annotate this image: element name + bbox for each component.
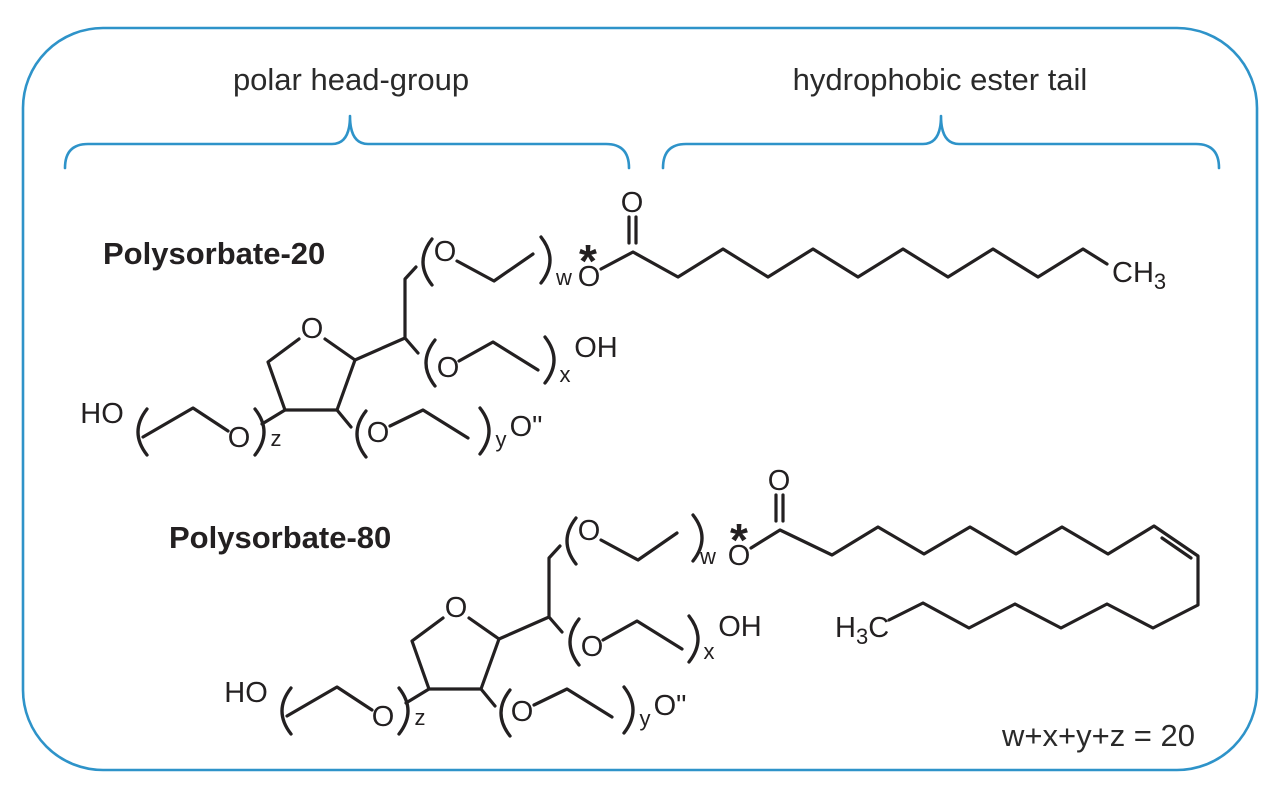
ps80-ester-and-tail-bonds bbox=[749, 493, 1200, 630]
polysorbate-20-structure: Polysorbate-20 O HO O z O y O" O x OH O … bbox=[80, 187, 1166, 459]
ps20-ester-oxygen: O bbox=[578, 261, 601, 293]
ps80-oh-label: OH bbox=[718, 611, 762, 643]
ps80-subscript-y: y bbox=[640, 706, 651, 731]
ps80-repeat-parentheses bbox=[280, 513, 704, 738]
right-brace bbox=[661, 114, 1221, 170]
ps80-ester-oxygen: O bbox=[728, 540, 751, 572]
ps80-ho-label: HO bbox=[224, 677, 268, 709]
ps80-sorbitan-ring-bonds bbox=[410, 616, 501, 691]
repeat-unit-sum-formula: w+x+y+z = 20 bbox=[1001, 718, 1195, 753]
ps20-subscript-y: y bbox=[496, 427, 507, 452]
figure-border bbox=[21, 26, 1259, 772]
ps80-peg-w-oxygen: O bbox=[578, 515, 601, 547]
ps20-oh-label: OH bbox=[574, 332, 618, 364]
ps20-peg-w-oxygen: O bbox=[434, 236, 457, 268]
ps20-ester-asterisk: * bbox=[579, 235, 597, 287]
ps80-ester-asterisk: * bbox=[730, 514, 748, 566]
ps80-peg-x-oxygen: O bbox=[581, 631, 604, 663]
hydrophobic-ester-tail-label: hydrophobic ester tail bbox=[793, 62, 1088, 97]
ps80-o-doubleprime: O" bbox=[654, 690, 687, 722]
ps80-terminal-h3c: H3C bbox=[835, 612, 889, 649]
ps20-o-doubleprime: O" bbox=[510, 411, 543, 443]
ps20-ho-label: HO bbox=[80, 398, 124, 430]
ps80-h3c-h: H bbox=[835, 612, 856, 644]
ps20-ring-oxygen: O bbox=[301, 313, 324, 345]
ps80-head-bonds bbox=[285, 531, 684, 719]
ps20-subscript-w: w bbox=[555, 265, 572, 290]
ps20-repeat-parentheses bbox=[136, 235, 556, 459]
ps20-ch3-subscript: 3 bbox=[1154, 269, 1166, 294]
ps20-peg-x-oxygen: O bbox=[437, 352, 460, 384]
ps20-ester-and-tail-bonds bbox=[599, 215, 1109, 279]
ps80-carbonyl-oxygen: O bbox=[768, 465, 791, 497]
ps20-subscript-z: z bbox=[271, 426, 282, 451]
ps80-ring-oxygen: O bbox=[445, 592, 468, 624]
ps80-peg-y-oxygen: O bbox=[511, 696, 534, 728]
polysorbate-20-name: Polysorbate-20 bbox=[103, 236, 325, 271]
ps20-peg-z-oxygen: O bbox=[228, 422, 251, 454]
ps20-sorbitan-ring-bonds bbox=[266, 337, 357, 412]
ps80-h3c-subscript: 3 bbox=[856, 624, 868, 649]
ps80-subscript-x: x bbox=[704, 639, 715, 664]
left-brace bbox=[63, 114, 631, 170]
ps20-subscript-x: x bbox=[560, 362, 571, 387]
ps80-peg-z-oxygen: O bbox=[372, 701, 395, 733]
ps80-subscript-w: w bbox=[699, 544, 716, 569]
polar-head-group-label: polar head-group bbox=[233, 62, 469, 97]
ps20-peg-y-oxygen: O bbox=[367, 417, 390, 449]
polysorbate-80-structure: Polysorbate-80 O HO O z O y O" O x OH O … bbox=[169, 465, 1200, 738]
ps20-ch3-main: CH bbox=[1112, 257, 1154, 289]
ps20-carbonyl-oxygen: O bbox=[621, 187, 644, 219]
polysorbate-80-name: Polysorbate-80 bbox=[169, 520, 391, 555]
ps80-subscript-z: z bbox=[415, 705, 426, 730]
ps20-terminal-ch3: CH3 bbox=[1112, 257, 1166, 294]
ps80-h3c-c: C bbox=[868, 612, 889, 644]
ps20-head-bonds bbox=[141, 252, 540, 440]
